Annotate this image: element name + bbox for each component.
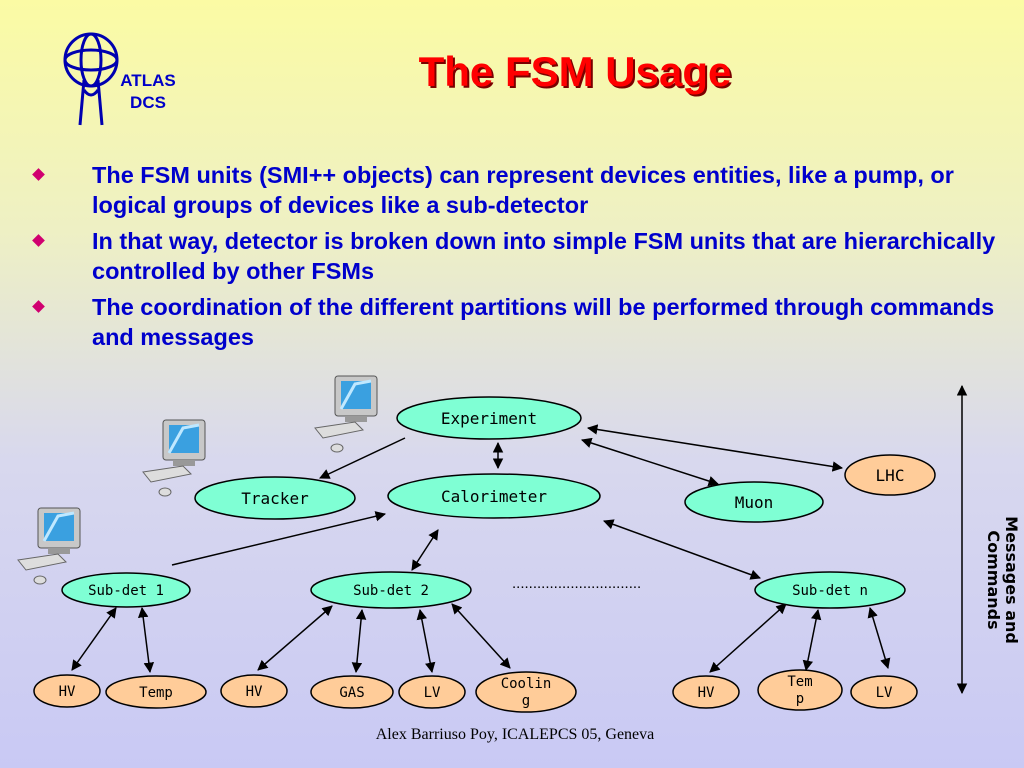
messages-commands-label: Messages and Commands: [984, 516, 1021, 644]
node-label: Tem: [787, 674, 812, 690]
node-experiment: Experiment: [396, 396, 582, 440]
node-lv: LV: [398, 675, 466, 709]
arrow-calorimeter-subdetn: [603, 519, 761, 580]
page-title: The FSM Usage: [418, 48, 732, 95]
arrow-subdet2-cooling: [451, 603, 511, 669]
node-temp: Tem p: [757, 669, 843, 711]
ellipsis-dots: ...............................: [512, 575, 641, 592]
node-temp: Temp: [105, 675, 207, 709]
arrow-subdet1-temp: [137, 606, 155, 674]
bullet-item: The coordination of the different partit…: [30, 292, 1000, 352]
node-subdet-1: Sub-det 1: [61, 572, 191, 608]
logo-atlas-label: ATLAS: [120, 71, 176, 90]
node-label: p: [796, 691, 804, 707]
node-hv: HV: [220, 674, 288, 708]
arrow-subdet2-hv: [257, 605, 333, 671]
arrow-experiment-lhc: [586, 424, 844, 472]
bullet-text: In that way, detector is broken down int…: [92, 228, 996, 284]
node-hv: HV: [33, 674, 101, 708]
bullet-item: In that way, detector is broken down int…: [30, 226, 1000, 286]
node-calorimeter: Calorimeter: [387, 473, 601, 519]
node-tracker: Tracker: [194, 476, 356, 520]
computer-icon: [314, 375, 378, 453]
arrow-subdet2-calorimeter: [411, 529, 439, 571]
node-label: LV: [424, 685, 441, 701]
node-label: Tracker: [241, 489, 309, 508]
node-label: HV: [59, 684, 76, 700]
node-hv: HV: [672, 675, 740, 709]
node-label: GAS: [339, 685, 364, 701]
arrow-subdet1-calorimeter: [171, 511, 387, 566]
node-label: HV: [246, 684, 263, 700]
node-subdet-n: Sub-det n: [754, 571, 906, 609]
node-label: Sub-det n: [792, 583, 868, 599]
node-gas: GAS: [310, 675, 394, 709]
bullet-text: The coordination of the different partit…: [92, 294, 995, 350]
node-label: LV: [876, 685, 893, 701]
node-label: g: [522, 693, 530, 709]
arrow-subdet1-hv: [71, 607, 117, 671]
arrow-subdet2-gas: [351, 608, 367, 674]
arrow-subdet2-lv: [416, 608, 436, 674]
bullet-list: The FSM units (SMI++ objects) can repres…: [30, 160, 1000, 358]
node-cooling: Coolin g: [475, 671, 577, 713]
node-label: Experiment: [441, 409, 537, 428]
node-label: Coolin: [501, 676, 552, 692]
logo-dcs-label: DCS: [130, 93, 166, 112]
computer-icon: [142, 419, 206, 497]
arrow-subdetn-hv: [709, 603, 787, 673]
footer-credit: Alex Barriuso Poy, ICALEPCS 05, Geneva: [375, 726, 655, 743]
node-muon: Muon: [684, 481, 824, 523]
node-label: Sub-det 2: [353, 583, 429, 599]
node-label: Temp: [139, 685, 173, 701]
connector-arrows: [71, 384, 968, 695]
bullet-text: The FSM units (SMI++ objects) can repres…: [92, 162, 954, 218]
arrow-subdetn-temp: [802, 608, 822, 672]
arrow-experiment-muon: [581, 437, 719, 487]
node-lhc: LHC: [844, 454, 936, 496]
computer-icon: [17, 507, 81, 585]
logo-text: ATLAS DCS: [118, 70, 178, 114]
node-lv: LV: [850, 675, 918, 709]
arrow-subdetn-lv: [867, 606, 891, 670]
arrow-experiment-tracker: [319, 437, 406, 479]
bullet-item: The FSM units (SMI++ objects) can repres…: [30, 160, 1000, 220]
node-label: LHC: [876, 466, 905, 485]
node-label: Sub-det 1: [88, 583, 164, 599]
atlas-logo-icon: [63, 32, 119, 126]
node-label: HV: [698, 685, 715, 701]
node-label: Calorimeter: [441, 487, 547, 506]
node-subdet-2: Sub-det 2: [310, 571, 472, 609]
node-label: Muon: [735, 493, 774, 512]
